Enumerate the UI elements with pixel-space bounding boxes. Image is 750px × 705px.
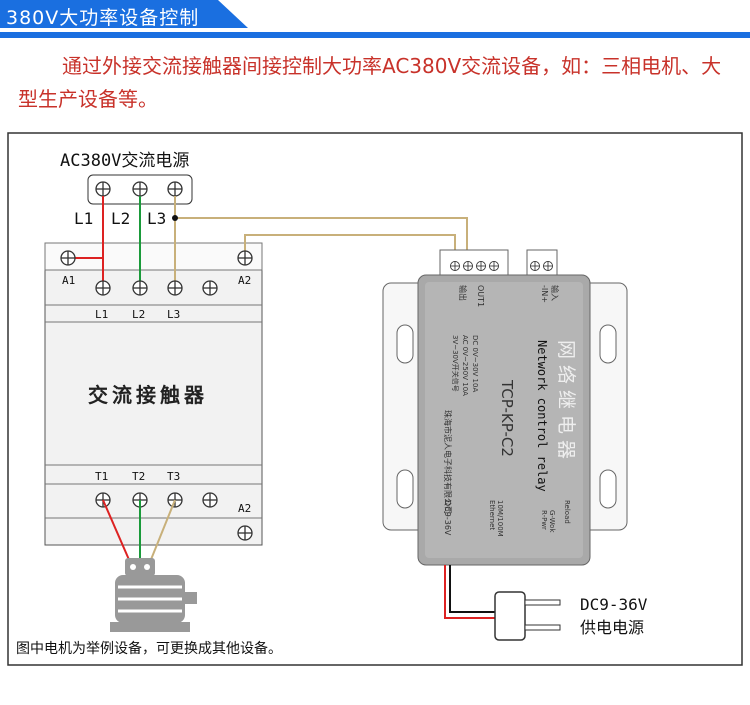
svg-text:T1: T1 — [95, 470, 108, 483]
svg-text:A2: A2 — [238, 502, 251, 515]
section-header: 380V大功率设备控制 — [0, 0, 750, 40]
line-label-l1: L1 — [74, 209, 93, 228]
dc-label: DC9-36V — [580, 595, 648, 614]
svg-text:L3: L3 — [167, 308, 180, 321]
svg-text:Network control relay: Network control relay — [535, 340, 549, 492]
dc-sub-label: 供电电源 — [580, 618, 644, 637]
svg-text:输出: 输出 — [458, 285, 468, 301]
power-label: AC380V交流电源 — [60, 151, 189, 171]
contactor-label: 交流接触器 — [88, 383, 208, 407]
svg-text:输入: 输入 — [550, 285, 560, 301]
svg-text:T3: T3 — [167, 470, 180, 483]
note-text: 图中电机为举例设备，可更换成其他设备。 — [16, 640, 282, 657]
intro-text: 通过外接交流接触器间接控制大功率AC380V交流设备，如：三相电机、大型生产设备… — [18, 54, 722, 111]
svg-text:OUT1: OUT1 — [476, 285, 485, 307]
svg-text:珠海市泥人电子科技有限公司: 珠海市泥人电子科技有限公司 — [443, 410, 453, 514]
svg-text:10M/100M: 10M/100M — [496, 500, 504, 537]
network-relay-device: 网络继电器 Network control relay TCP-KP-C2 -I… — [382, 249, 628, 566]
motor-icon — [110, 558, 197, 632]
line-label-l3: L3 — [147, 209, 166, 228]
dc-plug-icon — [494, 591, 561, 641]
svg-text:AC 0V~250V 10A: AC 0V~250V 10A — [461, 335, 469, 396]
svg-text:Ethernet: Ethernet — [488, 500, 496, 530]
svg-text:A2: A2 — [238, 274, 251, 287]
line-label-l2: L2 — [111, 209, 130, 228]
svg-text:网络继电器: 网络继电器 — [555, 340, 577, 465]
contactor: A1 A2 L1 L2 L3 交流接触器 T1 T2 T3 A2 — [44, 242, 263, 546]
svg-text:Reload: Reload — [563, 500, 571, 524]
svg-text:L1: L1 — [95, 308, 108, 321]
svg-text:G-Wok: G-Wok — [548, 510, 556, 533]
section-title: 380V大功率设备控制 — [6, 7, 200, 29]
svg-text:T2: T2 — [132, 470, 145, 483]
svg-text:-IN+: -IN+ — [540, 285, 549, 303]
svg-text:R-Pwr: R-Pwr — [540, 510, 548, 530]
svg-text:L2: L2 — [132, 308, 145, 321]
svg-text:DC 0V~30V 10A: DC 0V~30V 10A — [471, 335, 479, 392]
svg-text:TCP-KP-C2: TCP-KP-C2 — [498, 379, 516, 457]
svg-text:DC9-36V: DC9-36V — [443, 500, 452, 536]
diagram-frame — [7, 132, 743, 666]
svg-text:3V~30V开关信号: 3V~30V开关信号 — [451, 335, 460, 392]
svg-text:A1: A1 — [62, 274, 75, 287]
